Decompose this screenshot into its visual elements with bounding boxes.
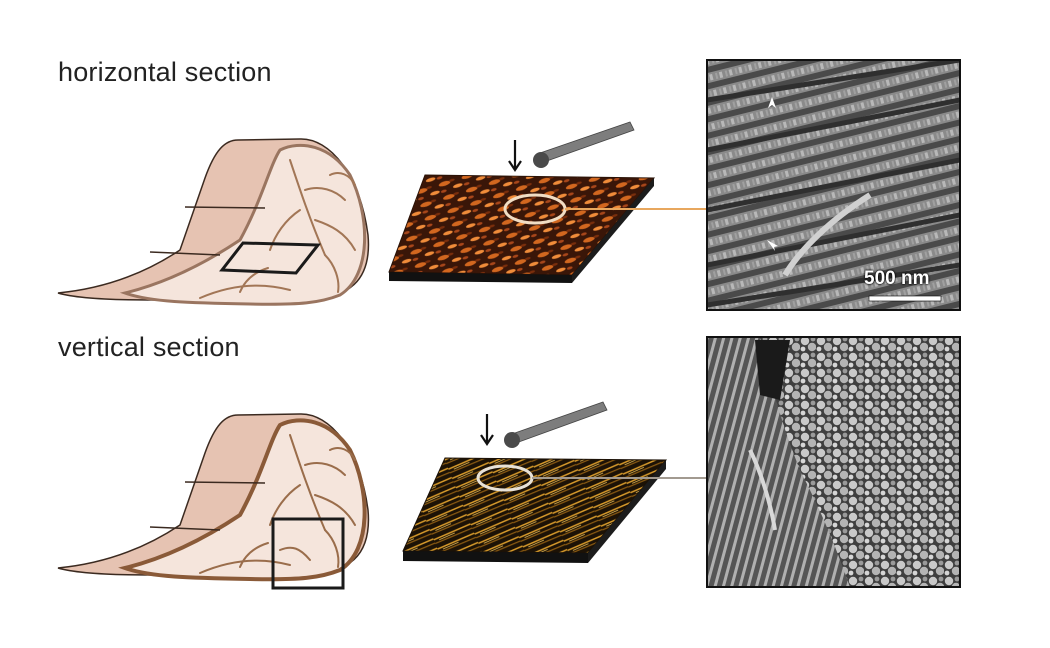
sem-image-vertical: [707, 337, 960, 587]
vertical-selection-box: [271, 517, 345, 590]
horizontal-section-label: horizontal section: [58, 57, 272, 87]
afm-sample-vertical: [402, 401, 707, 563]
cantilever-icon: [539, 121, 635, 163]
indenter-arrow-icon: [480, 414, 494, 446]
indenter-arrow-icon: [508, 140, 522, 172]
scale-bar-label: 500 nm: [864, 268, 930, 289]
sem-image-horizontal: [707, 60, 960, 310]
vertical-section-label: vertical section: [58, 332, 240, 362]
horizontal-selection-box: [219, 241, 322, 275]
tissue-block-horizontal: [57, 138, 370, 306]
scale-bar: [868, 295, 942, 302]
cantilever-icon: [511, 401, 608, 444]
afm-sample-horizontal: [388, 121, 707, 283]
sem-arrowhead-icon: [768, 97, 776, 108]
cantilever-tip-icon: [533, 152, 549, 168]
cantilever-tip-icon: [504, 432, 520, 448]
tissue-block-vertical: [57, 413, 370, 590]
sem-arrowhead-icon: [767, 240, 778, 251]
